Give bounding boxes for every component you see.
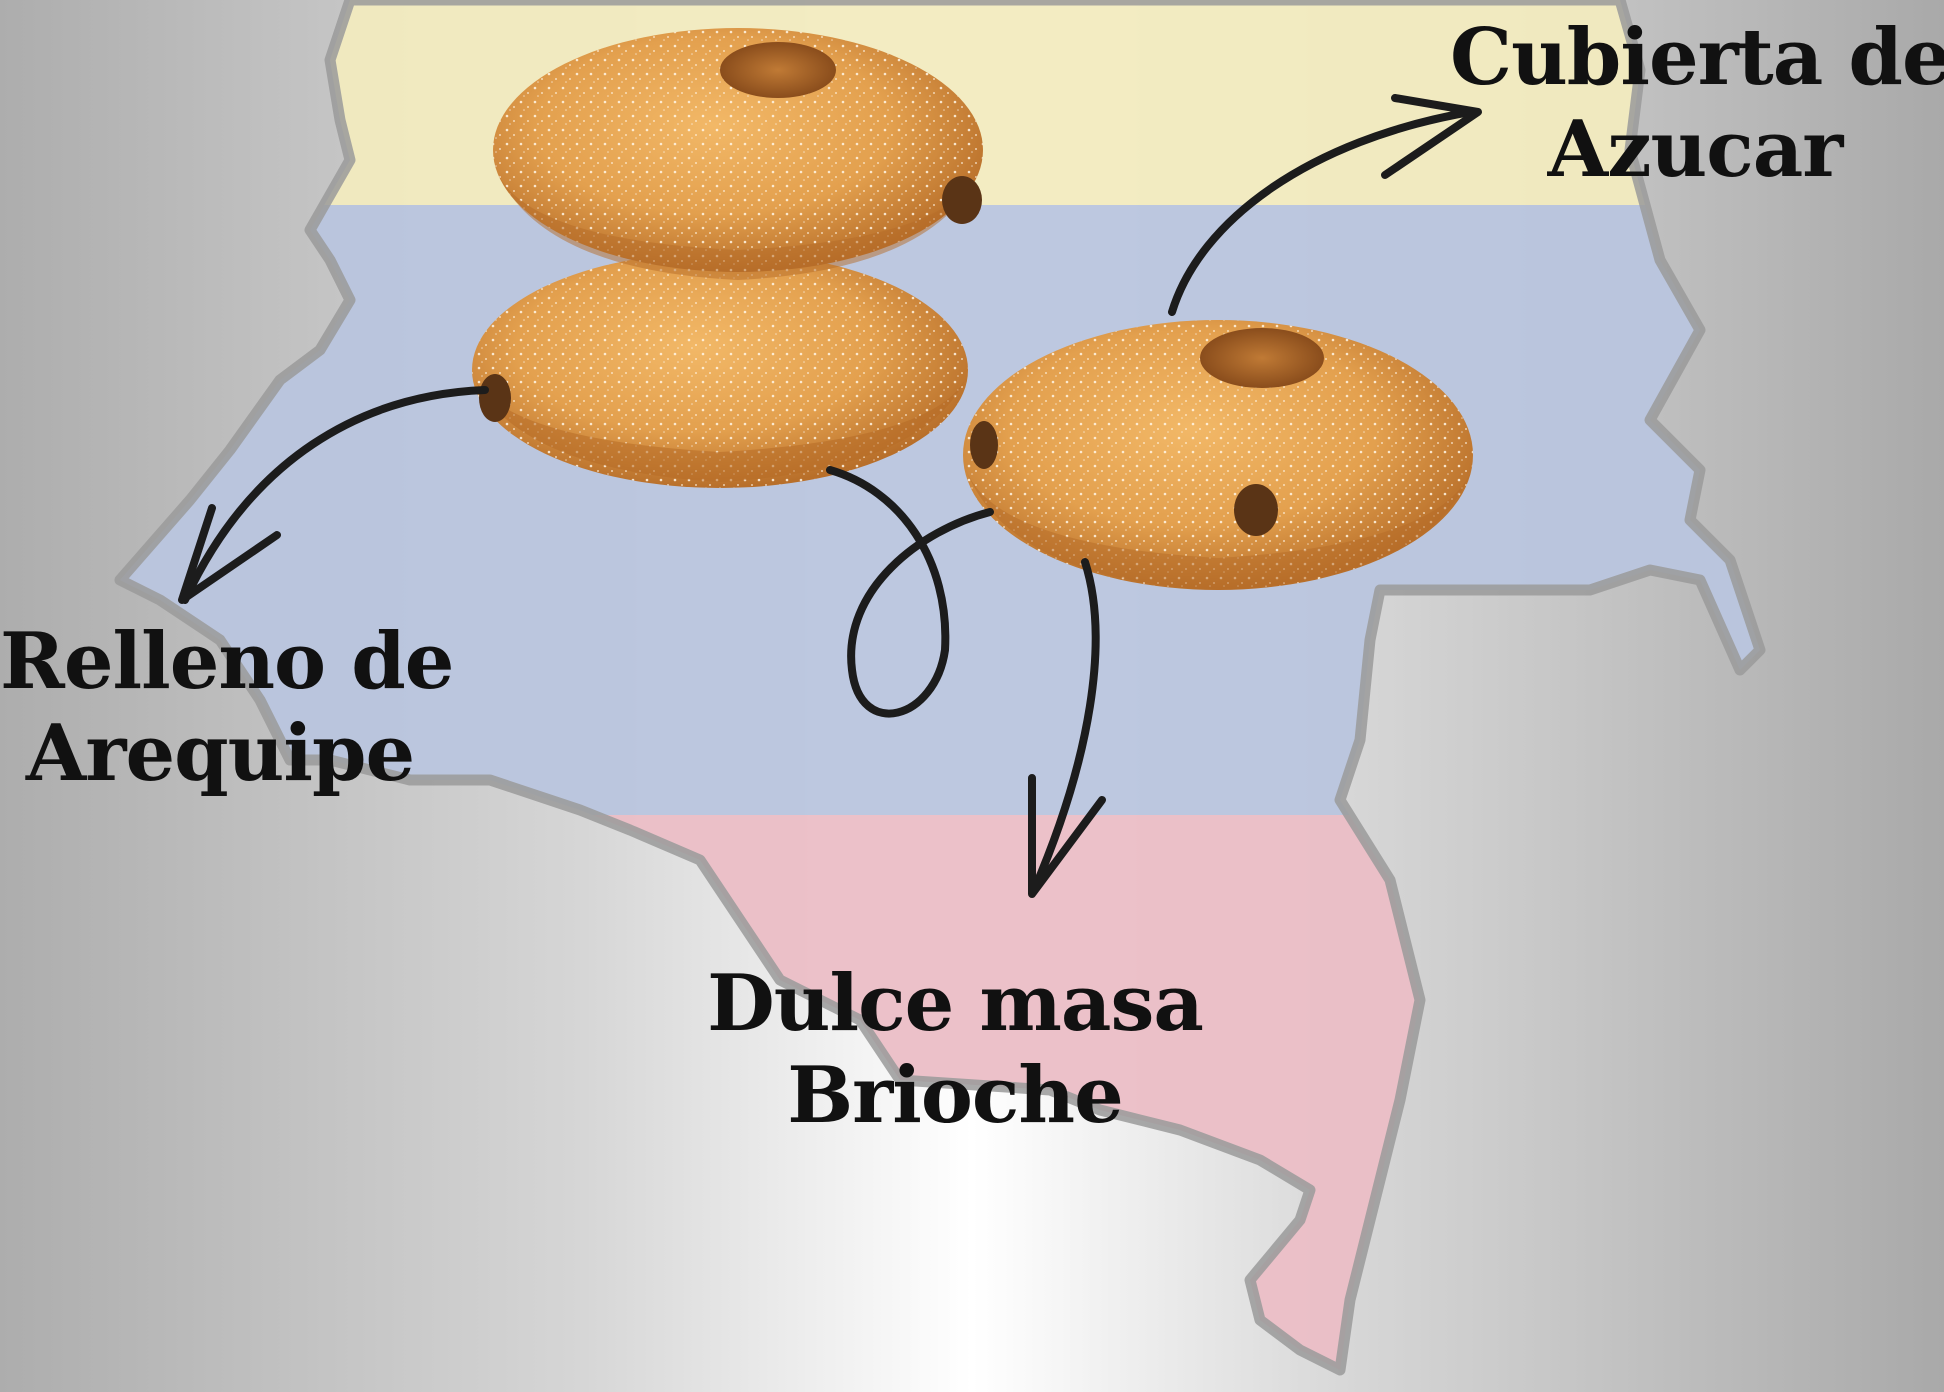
label-arequipe-filling-line1: Relleno de xyxy=(0,616,454,707)
donut-icon xyxy=(963,320,1473,590)
label-sugar-coating-line1: Cubierta de xyxy=(1450,12,1944,103)
hand-drawn-arrow-icon xyxy=(178,386,489,604)
label-sugar-coating: Cubierta de Azucar xyxy=(1450,12,1944,196)
label-brioche-dough-line1: Dulce masa xyxy=(707,958,1204,1049)
label-brioche-dough: Dulce masa Brioche xyxy=(690,958,1220,1142)
donut-icon xyxy=(472,252,968,488)
hand-drawn-arrow-icon xyxy=(1168,94,1482,316)
label-arequipe-filling: Relleno de Arequipe xyxy=(0,616,454,800)
donut-icon xyxy=(493,28,983,280)
hand-drawn-arrow-icon xyxy=(826,466,1106,898)
label-brioche-dough-line2: Brioche xyxy=(787,1050,1124,1142)
label-arequipe-filling-line2: Arequipe xyxy=(25,708,415,800)
label-sugar-coating-line2: Azucar xyxy=(1547,104,1844,196)
map-outline xyxy=(114,0,1766,1376)
